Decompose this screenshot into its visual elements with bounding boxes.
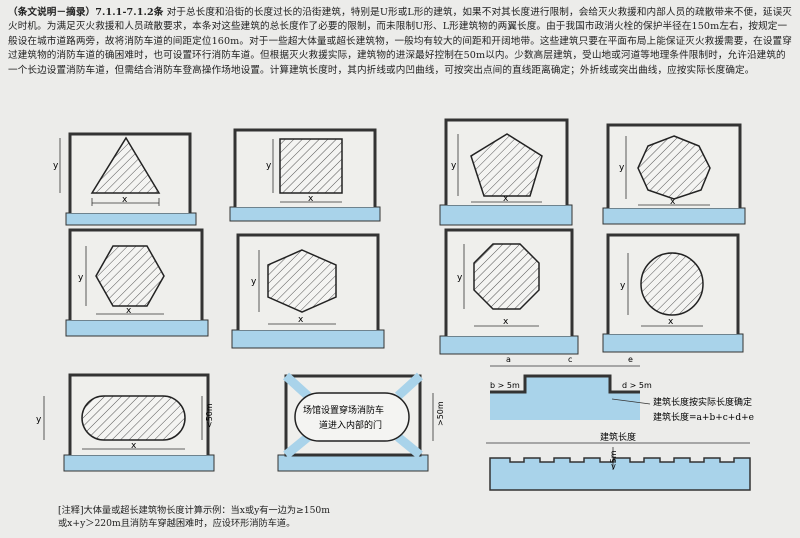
hexagon-building: [267, 249, 337, 313]
circle-building: [640, 252, 704, 316]
panel-serrated-facade: 建筑长度 <5m: [486, 431, 751, 491]
panel-octagon: y x: [439, 228, 579, 355]
x-label: x: [131, 441, 137, 451]
seg-e: e: [628, 355, 633, 364]
b-gt5-label: b > 5m: [490, 381, 520, 390]
stadium-building: [294, 392, 410, 442]
road-band: [231, 329, 385, 349]
x-label: x: [503, 317, 509, 327]
panel-hexagon-vertical: y x: [231, 233, 385, 349]
panel-triangle: y x: [53, 132, 197, 226]
y-label: y: [451, 161, 457, 171]
clause-text: 对于总长度和沿街的长度过长的沿街建筑，特别是U形或L形的建筑，如果不对其长度进行…: [8, 7, 792, 76]
x-label: x: [126, 306, 132, 316]
road-band: [439, 204, 573, 226]
panel-stadium-passage: 场馆设置穿场消防车 道进入内部的门 >50m: [277, 372, 445, 472]
building-length-label: 建筑长度: [600, 431, 636, 443]
seg-c: c: [568, 355, 572, 364]
road-band: [63, 454, 215, 472]
road-band: [490, 376, 640, 420]
clause-explanation: （条文说明－摘录）7.1.1-7.1.2条 对于总长度和沿街的长度过长的沿街建筑…: [8, 6, 794, 78]
passage-label-2: 道进入内部的门: [319, 419, 382, 431]
x-label: x: [668, 317, 674, 327]
road-band: [489, 457, 751, 491]
y-label: y: [78, 273, 84, 283]
panel-heptagon: y x: [602, 123, 746, 225]
length-formula-label: 建筑长度=a+b+c+d+e: [653, 411, 754, 423]
note-line-2: 或x+y＞220m且消防车穿越困难时，应设环形消防车道。: [58, 518, 296, 529]
triangle-building: [90, 136, 161, 194]
road-band: [602, 207, 746, 225]
panel-stadium: y x <50m: [36, 373, 215, 472]
note-line-1: [注释]大体量或超长建筑物长度计算示例：当x或y有一边为≥150m: [58, 505, 330, 516]
y-label: y: [53, 161, 59, 171]
x-label: x: [670, 197, 676, 207]
square-building: [279, 138, 343, 194]
d-gt5-label: d > 5m: [622, 381, 652, 390]
actual-length-label: 建筑长度按实际长度确定: [653, 396, 752, 408]
panel-circle: y x: [602, 233, 744, 353]
y-label: y: [457, 273, 463, 283]
x-label: x: [298, 315, 304, 325]
y-label: y: [251, 277, 257, 287]
panel-stepped-facade: a c e b > 5m d > 5m 建筑长度按实际长度确定 建筑长度=a+b…: [490, 355, 754, 423]
panel-pentagon: y x: [439, 118, 573, 226]
x-label: x: [308, 194, 314, 204]
road-band: [65, 319, 209, 337]
x-label: x: [122, 195, 128, 205]
road-band: [439, 335, 579, 355]
hexagon-building: [95, 245, 165, 307]
seg-a: a: [506, 355, 511, 364]
lt5-label: <5m: [609, 450, 618, 470]
road-band: [229, 206, 381, 222]
depth-gt50-label: >50m: [436, 401, 445, 426]
stadium-building: [81, 395, 186, 441]
pentagon-building: [470, 133, 543, 197]
heptagon-building: [637, 135, 711, 200]
panel-hexagon: y x: [65, 228, 209, 337]
note: [注释]大体量或超长建筑物长度计算示例：当x或y有一边为≥150m 或x+y＞2…: [58, 504, 498, 530]
octagon-building: [473, 243, 540, 310]
x-label: x: [503, 194, 509, 204]
panel-square: y x: [229, 128, 381, 222]
building-edge: [490, 374, 640, 394]
road-band: [277, 454, 429, 472]
y-label: y: [266, 161, 272, 171]
road-band: [65, 212, 197, 226]
clause-tag: （条文说明－摘录）7.1.1-7.1.2条: [8, 7, 164, 18]
passage-label-1: 场馆设置穿场消防车: [303, 404, 384, 416]
depth-lt50-label: <50m: [205, 403, 214, 428]
y-label: y: [620, 281, 626, 291]
road-band: [602, 333, 744, 353]
y-label: y: [619, 163, 625, 173]
y-label: y: [36, 415, 42, 425]
